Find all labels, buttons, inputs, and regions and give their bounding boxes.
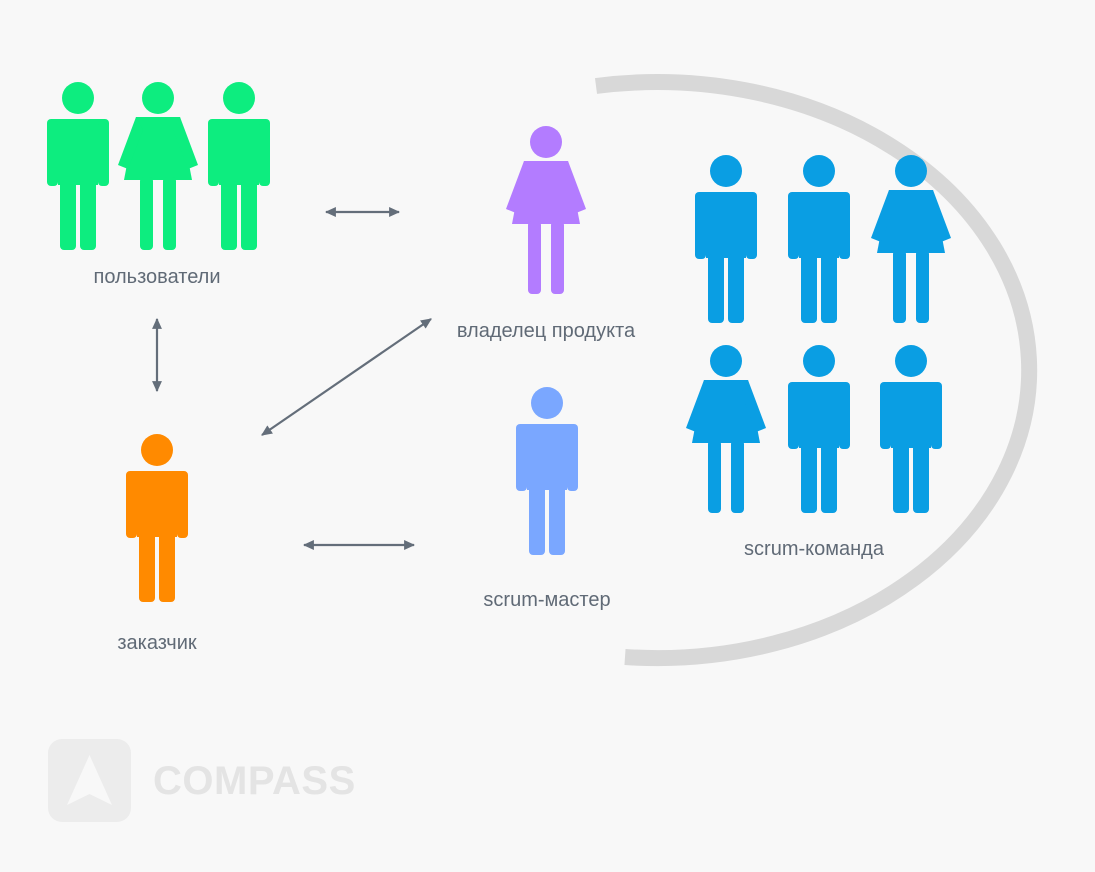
- compass-logo-text: COMPASS: [153, 759, 356, 803]
- scrum-team-arc: [594, 74, 1038, 667]
- team-woman-figure: [686, 345, 766, 513]
- arrow-customer-product-owner: [261, 318, 432, 436]
- customer-label: заказчик: [117, 632, 197, 654]
- team-man-figure: [788, 345, 850, 513]
- customer-figure: [126, 434, 188, 602]
- team-man-figure: [788, 155, 850, 323]
- scrum-master-label: scrum-мастер: [483, 589, 611, 611]
- product-owner-figure: [506, 126, 586, 294]
- product-owner-label: владелец продукта: [456, 320, 636, 342]
- scrum-team-figures: [686, 155, 951, 513]
- scrum-master-figure: [516, 387, 578, 555]
- users-figures: [47, 82, 270, 250]
- user-man-figure: [47, 82, 109, 250]
- compass-logo: [48, 739, 131, 822]
- users-label: пользователи: [93, 266, 221, 288]
- team-man-figure: [880, 345, 942, 513]
- scrum-team-label: scrum-команда: [744, 538, 884, 560]
- compass-arrow-icon: [67, 755, 112, 805]
- user-woman-figure: [118, 82, 198, 250]
- user-man-figure: [208, 82, 270, 250]
- team-man-figure: [695, 155, 757, 323]
